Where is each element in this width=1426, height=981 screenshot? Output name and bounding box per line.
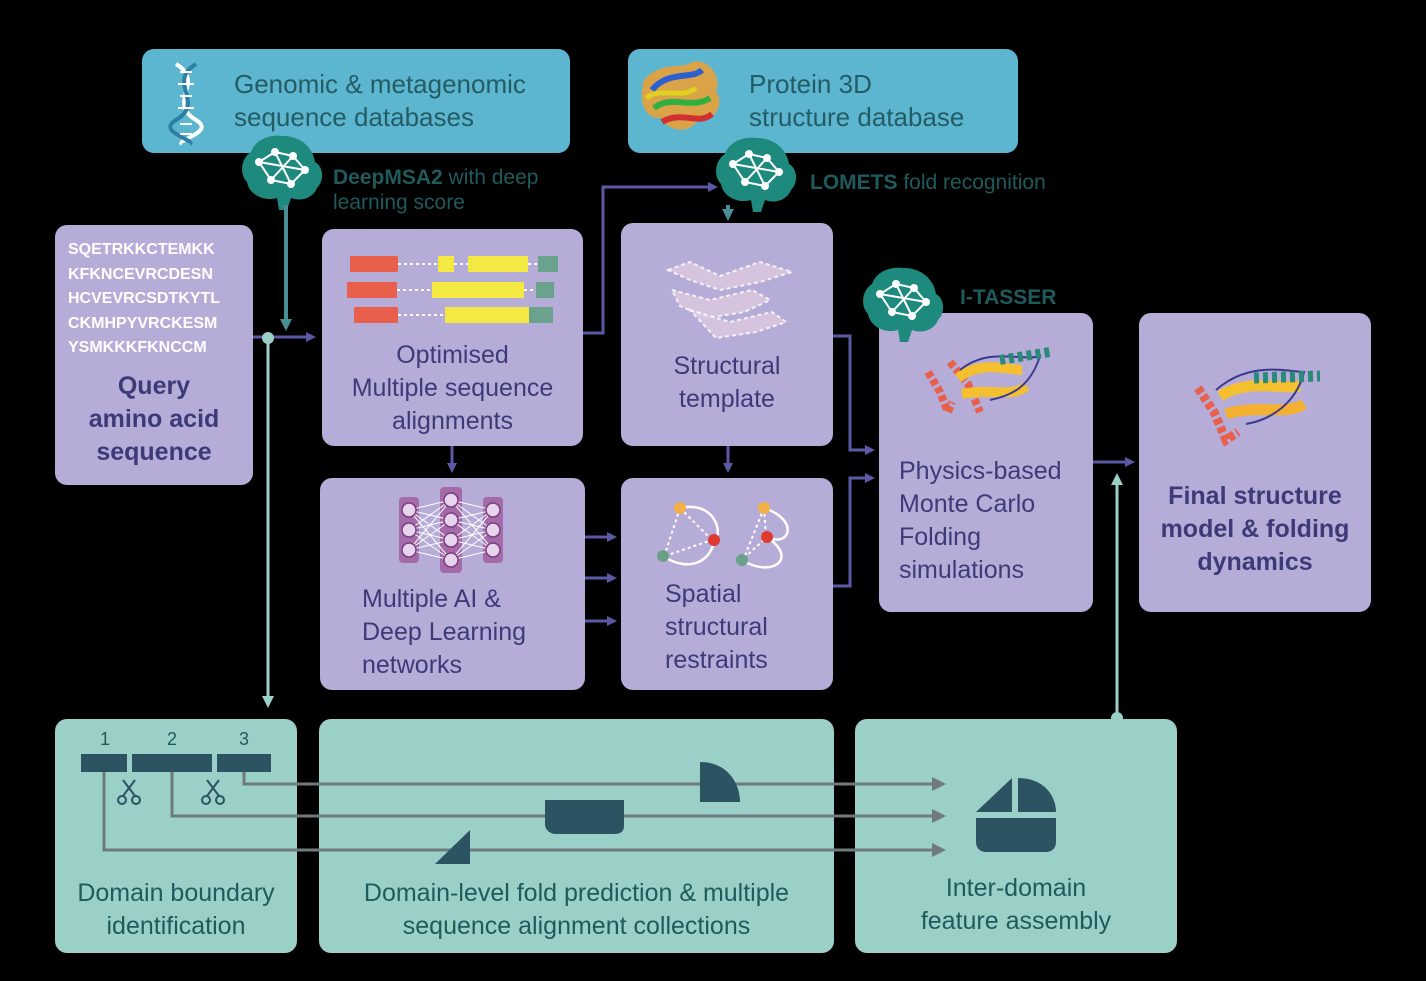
template-sketch-icon [665,260,796,340]
query-line-1: Query [117,372,191,400]
assembly-label: Inter-domain feature assembly [855,872,1177,938]
neural-network-icon [399,487,503,573]
foldpred-line-2: sequence alignment collections [402,912,751,940]
scissors-icon [117,779,141,805]
assembled-domains-icon [976,778,1056,852]
itasser-annotation: I-TASSER [960,286,1057,309]
simulation-line-3: Folding [899,523,981,551]
sequence-line: CKMHPYVRCKESM [68,314,218,332]
lomets-text: fold recognition [897,171,1046,194]
amino-acid-sequence: SQETRKKCTEMKK KFKNCEVRCDESN HCVEVRCSDTKY… [68,238,248,361]
query-label: Query amino acid sequence [55,370,253,469]
simulation-line-4: simulations [899,556,1025,584]
msa-line-1: Optimised [396,341,509,369]
domain-piece-2 [545,800,624,834]
lomets-annotation: LOMETS fold recognition [810,170,1090,195]
deepmsa-text-2: learning score [333,191,465,214]
restraints-label: Spatial structural restraints [665,578,825,677]
networks-label: Multiple AI & Deep Learning networks [362,583,582,682]
domain-number-1: 1 [99,729,110,749]
assembly-line-1: Inter-domain [945,874,1087,902]
msa-label: Optimised Multiple sequence alignments [322,339,583,438]
genomic-line-1: Genomic & metagenomic [234,69,526,99]
spatial-restraints-box [621,478,833,690]
networks-line-2: Deep Learning [362,618,527,646]
structure-database-label: Protein 3D structure database [749,68,1009,134]
deepmsa-annotation: DeepMSA2 with deep learning score [333,165,573,215]
domain-split-diagram [81,754,271,772]
scissors-icon [201,779,225,805]
deepmsa-text-1: with deep [442,166,539,189]
final-ribbon-icon [1194,368,1321,447]
final-label: Final structure model & folding dynamics [1139,480,1371,579]
simulation-line-1: Physics-based [899,457,1062,485]
genomic-database-box [142,49,570,153]
final-structure-box [1139,313,1371,612]
restraints-line-2: structural [665,613,768,641]
assembly-line-2: feature assembly [920,907,1112,935]
simulation-line-2: Monte Carlo [899,490,1036,518]
template-line-2: template [679,385,775,413]
query-sequence-box [55,225,253,485]
networks-line-3: networks [362,651,463,679]
query-line-2: amino acid [88,405,220,433]
msa-alignment-icon [347,256,558,323]
domain-number-3: 3 [238,729,249,749]
final-line-2: model & folding [1160,515,1350,543]
simulation-label: Physics-based Monte Carlo Folding simula… [899,455,1089,587]
domain-number-2: 2 [166,729,177,749]
restraints-line-1: Spatial [665,580,742,608]
sequence-line: HCVEVRCSDTKYTL [68,290,221,307]
boundary-line-2: identification [106,912,246,940]
sequence-line: YSMKKKFKNCCM [68,339,207,356]
domain-piece-3 [700,762,740,802]
folding-ribbon-icon [924,347,1051,423]
boundary-line-1: Domain boundary [77,879,275,907]
boundary-label: Domain boundary identification [55,877,297,943]
sequence-line: KFKNCEVRCDESN [68,265,213,283]
msa-line-2: Multiple sequence [351,374,554,402]
template-label: Structural template [621,350,833,416]
sequence-line: SQETRKKCTEMKK [68,241,215,258]
neural-brain-icon [862,266,945,343]
query-line-3: sequence [96,438,212,466]
genomic-database-label: Genomic & metagenomic sequence databases [234,68,564,134]
protein-structure-icon [641,61,720,130]
restraint-graph-icon [657,502,789,569]
genomic-line-2: sequence databases [234,102,474,132]
deepmsa-name: DeepMSA2 [333,166,443,189]
structure-line-1: Protein 3D [749,69,872,99]
dna-icon [168,62,204,146]
msa-line-3: alignments [392,407,513,435]
foldpred-line-1: Domain-level fold prediction & multiple [363,879,790,907]
networks-line-1: Multiple AI & [362,585,501,613]
neural-brain-icon [715,136,798,213]
domain-piece-1 [435,830,470,864]
lomets-name: LOMETS [810,171,898,194]
final-line-1: Final structure [1168,482,1342,510]
neural-brain-icon [241,134,324,211]
fold-prediction-box [319,719,834,953]
restraints-line-3: restraints [665,646,768,674]
template-line-1: Structural [673,352,781,380]
final-line-3: dynamics [1197,548,1313,576]
structure-line-2: structure database [749,102,965,132]
foldpred-label: Domain-level fold prediction & multiple … [319,877,834,943]
